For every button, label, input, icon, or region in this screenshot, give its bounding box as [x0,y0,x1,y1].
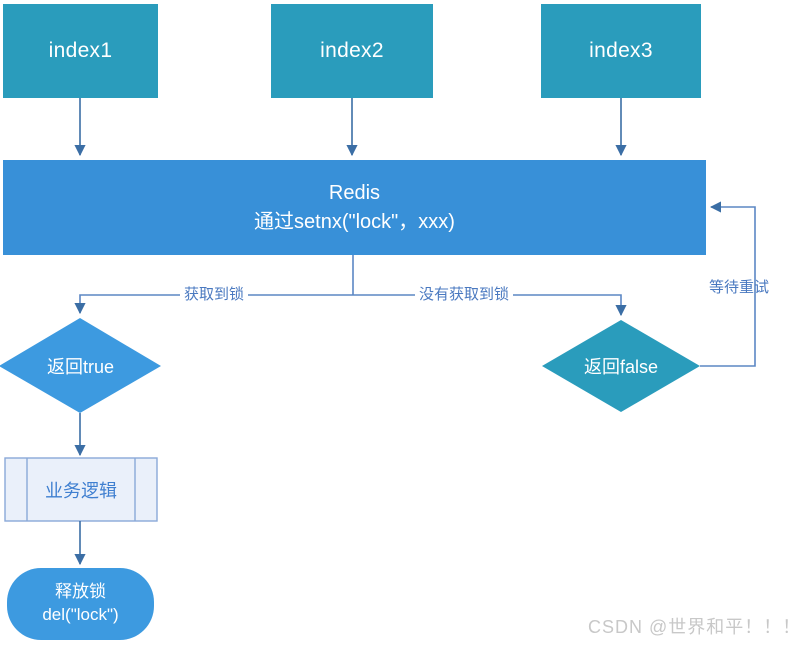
edge-branch-true [74,294,353,315]
edge-branch-false [353,294,627,317]
csdn-watermark: CSDN @世界和平！！！ [588,613,801,639]
node-return-false-shape[interactable] [542,320,700,412]
node-index3-shape[interactable] [541,4,701,98]
csdn-watermark-text: CSDN @世界和平！！！ [588,617,802,637]
node-release-lock-shape[interactable] [7,568,154,640]
edge-retry-loop [700,201,756,367]
node-return-true-shape[interactable] [0,318,161,413]
node-business-logic-shape[interactable] [4,457,158,522]
node-index1-shape[interactable] [3,4,158,98]
node-redis-shape[interactable] [3,160,706,255]
node-index2-shape[interactable] [271,4,433,98]
